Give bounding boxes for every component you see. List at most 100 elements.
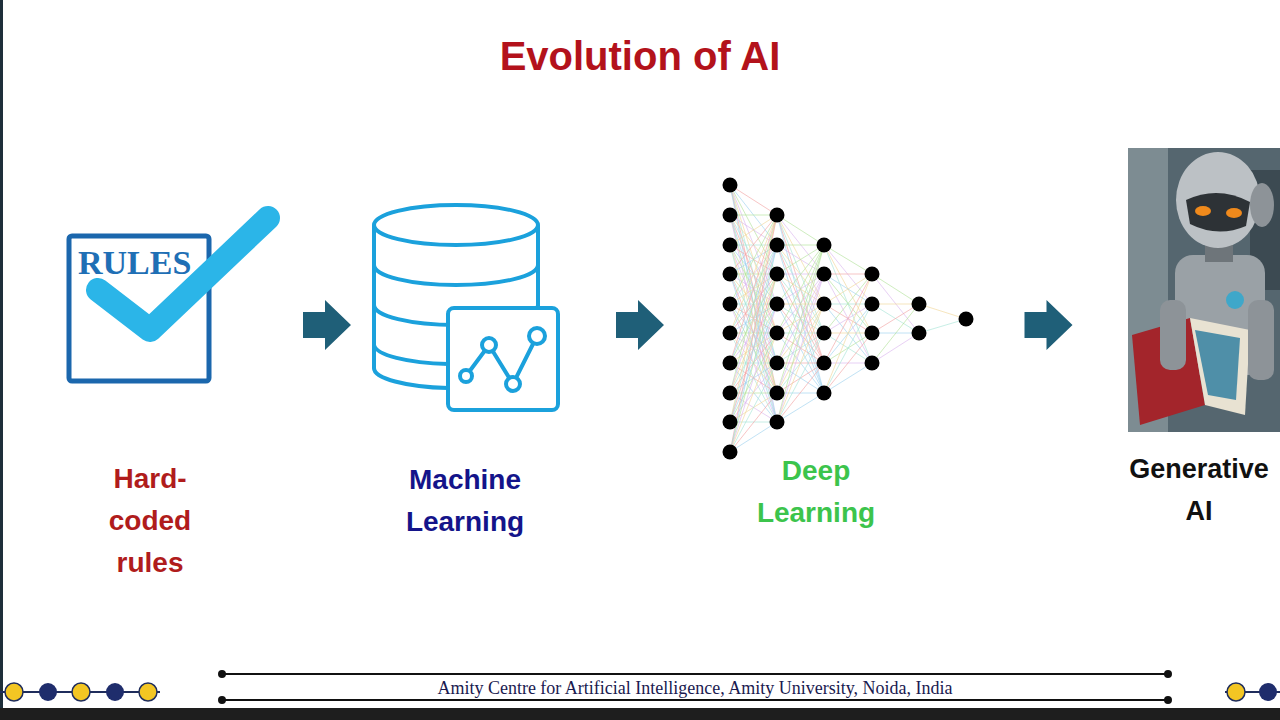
network-neuron <box>770 415 785 430</box>
robot-core <box>1226 291 1244 309</box>
footer-rules <box>219 671 1171 703</box>
network-neuron <box>817 326 832 341</box>
line-end <box>1165 697 1171 703</box>
network-neuron <box>912 326 927 341</box>
network-link <box>824 274 872 304</box>
diagram-title: Evolution of AI <box>0 34 1280 79</box>
yellow-dot <box>5 683 23 701</box>
network-link <box>730 304 777 452</box>
icon-word: RULES <box>78 244 191 282</box>
stage-label: Deep Learning <box>731 450 901 534</box>
network-link <box>730 185 777 333</box>
network-link <box>730 215 777 363</box>
network-link <box>824 274 872 363</box>
footer-text: Amity Centre for Artificial Intelligence… <box>222 677 1168 699</box>
chart-line <box>466 336 537 384</box>
network-neuron <box>723 208 738 223</box>
yellow-dot <box>72 683 90 701</box>
arrow-shape <box>1025 300 1073 350</box>
network-link <box>730 422 777 452</box>
robot-visor <box>1186 193 1250 232</box>
network-neuron <box>817 297 832 312</box>
network-link <box>824 245 872 333</box>
network-neuron <box>865 267 880 282</box>
network-neuron <box>817 356 832 371</box>
arrow-shape <box>303 300 351 350</box>
network-link <box>872 304 919 333</box>
network-neuron <box>723 445 738 460</box>
chart-dot <box>506 377 520 391</box>
db-top <box>374 205 538 245</box>
network-neuron <box>723 386 738 401</box>
network-neuron <box>865 356 880 371</box>
database-icon <box>374 205 558 410</box>
robot-eye <box>1226 208 1242 218</box>
network-neuron <box>865 297 880 312</box>
db-band <box>374 345 448 364</box>
robot-head <box>1176 152 1260 248</box>
yellow-dot <box>139 683 157 701</box>
line-end <box>219 671 225 677</box>
network-neuron <box>817 386 832 401</box>
network-neuron <box>723 356 738 371</box>
network-link <box>777 215 824 363</box>
network-nodes <box>723 178 974 460</box>
db-band <box>374 265 538 285</box>
network-link <box>872 333 919 363</box>
network-neuron <box>959 312 974 327</box>
network-neuron <box>817 238 832 253</box>
line-end <box>219 697 225 703</box>
robot-picture <box>1128 148 1280 432</box>
network-neuron <box>770 326 785 341</box>
flow-arrow <box>616 300 664 350</box>
network-link <box>824 245 872 274</box>
line-end <box>1165 671 1171 677</box>
chart-dot <box>529 328 545 344</box>
stage-label: Generative AI <box>1122 448 1276 532</box>
network-neuron <box>723 178 738 193</box>
network-link <box>824 274 872 363</box>
network-link <box>730 363 777 452</box>
network-neuron <box>770 297 785 312</box>
network-link <box>777 245 824 274</box>
network-link <box>777 215 824 304</box>
robot-arm <box>1248 300 1274 380</box>
navy-dot <box>39 683 57 701</box>
stage-node: Machine Learning <box>372 200 560 547</box>
footer-line <box>222 673 1168 675</box>
network-link <box>824 274 872 304</box>
rules-icon <box>69 218 268 381</box>
network-link <box>730 185 777 274</box>
network-neuron <box>723 415 738 430</box>
network-neuron <box>865 326 880 341</box>
network-link <box>872 274 919 304</box>
network-link <box>872 304 919 333</box>
stage-node: Generative AI <box>1120 148 1278 536</box>
network-link <box>777 245 824 274</box>
network-link <box>824 304 872 393</box>
footer-line <box>222 699 1168 701</box>
chart-dot <box>460 370 472 382</box>
network-link <box>777 245 824 393</box>
bottom-bar <box>0 708 1280 720</box>
yellow-dot <box>1227 683 1245 701</box>
stage-label: Machine Learning <box>380 459 550 543</box>
side-strip <box>0 0 3 720</box>
robot-eye <box>1195 206 1211 216</box>
network-link <box>730 215 777 363</box>
network-neuron <box>912 297 927 312</box>
network-neuron <box>770 267 785 282</box>
network-neuron <box>723 297 738 312</box>
robot-ear <box>1250 183 1274 227</box>
stage-node: Deep Learning <box>720 178 977 538</box>
network-neuron <box>770 238 785 253</box>
network-neuron <box>770 208 785 223</box>
network-links <box>730 185 966 452</box>
robot-arm <box>1160 300 1186 370</box>
network-neuron <box>817 267 832 282</box>
chart-dot <box>482 338 496 352</box>
flow-arrow <box>1025 300 1073 350</box>
network-link <box>730 215 777 304</box>
